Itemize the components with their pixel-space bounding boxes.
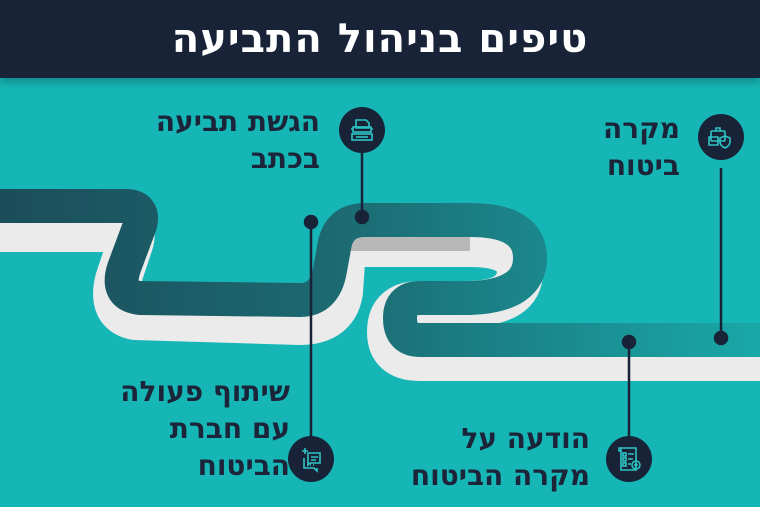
typewriter-icon [339, 107, 385, 153]
header-banner: טיפים בניהול התביעה [0, 0, 760, 78]
page-title: טיפים בניהול התביעה [171, 16, 589, 62]
step-label-cooperate: שיתוף פעולה עם חברת הביטוח [120, 375, 290, 482]
step-label-notify: הודעה על מקרה הביטוח [410, 422, 590, 492]
step-label-insurance-event: מקרה ביטוח [603, 112, 680, 182]
document-checklist-icon [606, 436, 652, 482]
step-label-submit-claim: הגשת תביעה בכתב [155, 105, 320, 175]
chat-plus-icon [288, 436, 334, 482]
briefcase-shield-icon [698, 114, 744, 160]
